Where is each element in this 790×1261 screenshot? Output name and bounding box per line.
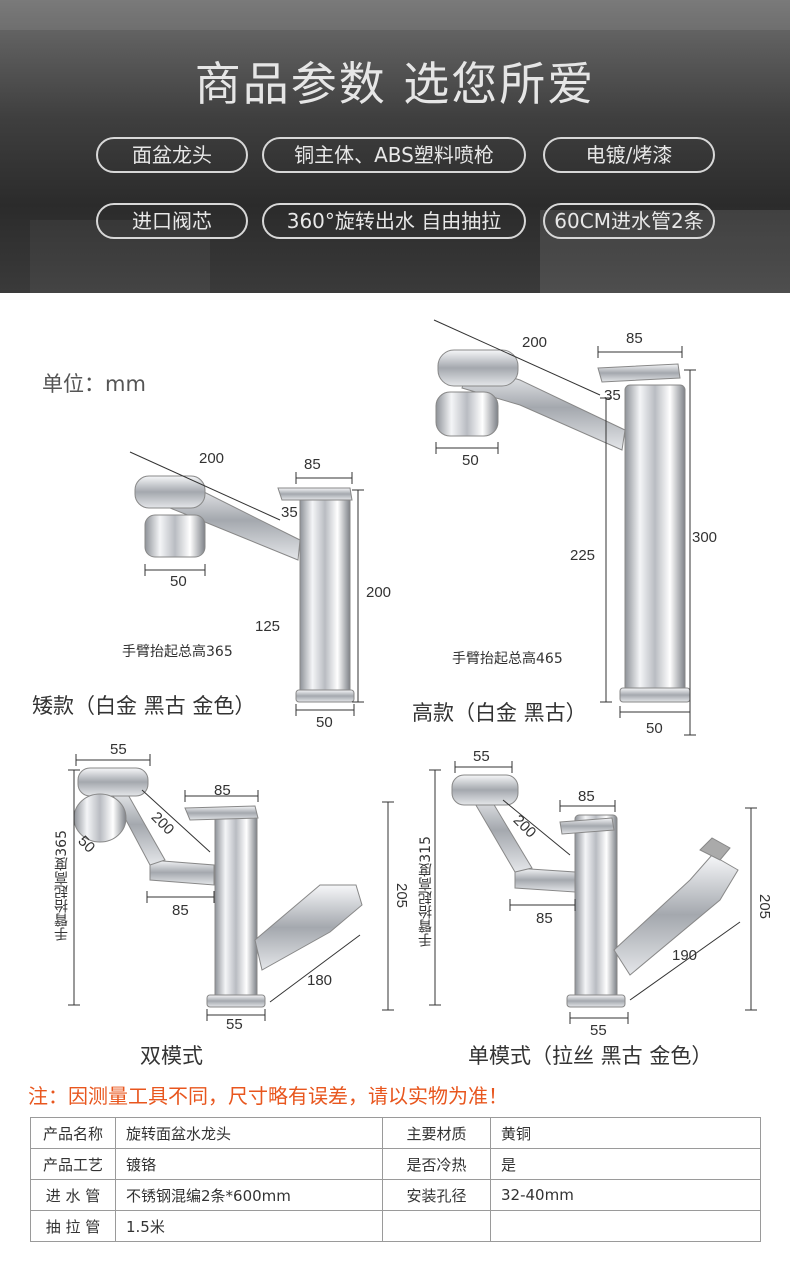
spec-key: 是否冷热 [382,1148,491,1180]
feature-tag: 电镀/烤漆 [543,137,715,173]
hero-bg-shape [30,220,210,293]
short-raised-height-note: 手臂抬起总高365 [122,644,233,660]
single-top-dim: 55 [473,748,490,765]
feature-tag: 360°旋转出水 自由抽拉 [262,203,526,239]
single-base-dim: 55 [590,1022,607,1039]
tall-spout-dim: 50 [462,452,479,469]
spec-value: 黄铜 [490,1117,761,1149]
tall-raised-height-note: 手臂抬起总高465 [452,651,563,667]
spec-value: 1.5米 [115,1210,383,1242]
single-hose-dim: 190 [672,947,698,964]
tall-dimension-lines [433,319,696,736]
single-faucet [451,774,739,1008]
short-arm-dim: 200 [199,450,225,467]
single-dimension-lines [429,761,757,1024]
spec-value: 32-40mm [490,1179,761,1211]
short-faucet [134,475,355,703]
spec-value: 旋转面盆水龙头 [115,1117,383,1149]
spec-key: 安装孔径 [382,1179,491,1211]
short-angle-dim: 35 [281,504,298,521]
single-model-caption: 单模式（拉丝 黑古 金色） [468,1044,713,1068]
dual-body-dim: 85 [214,782,231,799]
spec-key: 抽 拉 管 [30,1210,116,1242]
single-lower-dim: 85 [536,910,553,927]
spec-value: 不锈钢混编2条*600mm [115,1179,383,1211]
short-base-dim: 50 [316,714,333,731]
spec-value: 镀铬 [115,1148,383,1180]
short-dimension-lines [129,451,364,716]
spec-key [382,1210,491,1242]
spec-key: 进 水 管 [30,1179,116,1211]
short-spout-height-dim: 125 [255,618,281,635]
hero-bg-shape [540,210,790,293]
spec-key: 产品工艺 [30,1148,116,1180]
dual-base-dim: 55 [226,1016,243,1033]
single-raised-height-note: 手臂抬起高度315 [418,836,434,947]
hero-title: 商品参数 选您所爱 [194,57,596,111]
short-body-dim: 85 [304,456,321,473]
dual-height-dim: 205 [393,882,411,909]
tall-arm-dim: 200 [522,334,548,351]
tall-faucet [435,349,691,703]
dual-lower-dim: 85 [172,902,189,919]
hero-banner: 商品参数 选您所爱 面盆龙头 铜主体、ABS塑料喷枪 电镀/烤漆 进口阀芯 36… [0,0,790,293]
spec-table: 产品名称 旋转面盆水龙头 主要材质 黄铜 产品工艺 镀铬 是否冷热 是 进 水 … [30,1117,761,1242]
feature-tag: 60CM进水管2条 [543,203,715,239]
table-row: 产品名称 旋转面盆水龙头 主要材质 黄铜 [30,1117,761,1149]
table-row: 进 水 管 不锈钢混编2条*600mm 安装孔径 32-40mm [30,1179,761,1211]
dual-model-caption: 双模式 [140,1044,203,1068]
dual-hose-dim: 180 [307,972,333,989]
dual-top-dim: 55 [110,741,127,758]
hero-bg-shape [0,0,790,30]
spec-value [490,1210,761,1242]
single-body-dim: 85 [578,788,595,805]
tall-angle-dim: 35 [604,387,621,404]
tall-height-dim: 300 [692,529,718,546]
measurement-warning: 注：因测量工具不同，尺寸略有误差，请以实物为准！ [28,1084,508,1108]
spec-key: 产品名称 [30,1117,116,1149]
tall-model-caption: 高款（白金 黑古） [412,701,587,725]
spec-value: 是 [490,1148,761,1180]
feature-tag: 进口阀芯 [96,203,248,239]
dual-faucet [73,767,363,1008]
tall-body-dim: 85 [626,330,643,347]
tall-base-dim: 50 [646,720,663,737]
spec-key: 主要材质 [382,1117,491,1149]
short-model-caption: 矮款（白金 黑古 金色） [32,694,256,718]
short-height-dim: 200 [366,584,392,601]
feature-tag: 面盆龙头 [96,137,248,173]
table-row: 抽 拉 管 1.5米 [30,1210,761,1242]
single-height-dim: 205 [756,893,774,920]
short-spout-dim: 50 [170,573,187,590]
dual-raised-height-note: 手臂抬起高度365 [54,830,70,941]
unit-label: 单位：mm [42,372,146,396]
table-row: 产品工艺 镀铬 是否冷热 是 [30,1148,761,1180]
dual-dimension-lines [68,754,394,1021]
tall-spout-height-dim: 225 [570,547,596,564]
feature-tag: 铜主体、ABS塑料喷枪 [262,137,526,173]
